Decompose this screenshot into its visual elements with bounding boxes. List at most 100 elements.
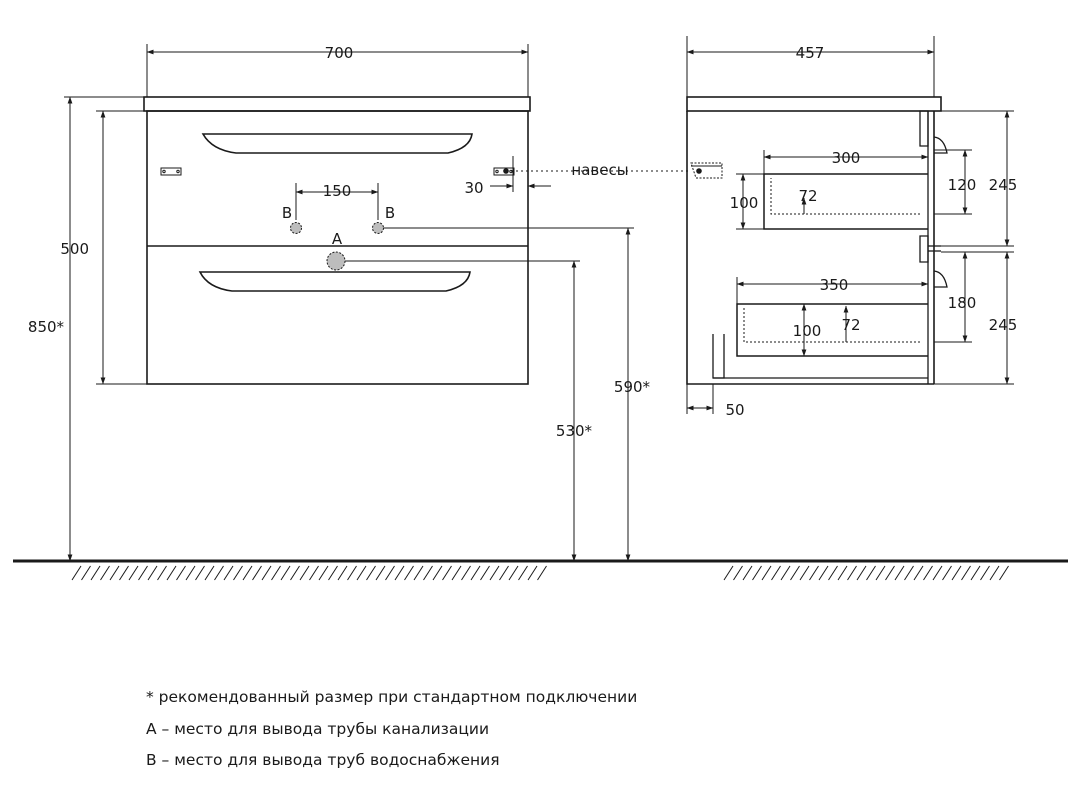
hatch-mark: [290, 565, 300, 581]
hatch-mark: [375, 565, 386, 581]
hatch-mark: [942, 565, 952, 581]
hatch-mark: [90, 565, 101, 581]
hatch-mark: [176, 565, 186, 581]
hatch-mark: [185, 565, 196, 581]
hatch-mark: [904, 565, 914, 581]
lower-handle-curve: [933, 270, 948, 288]
side-view: [686, 96, 948, 385]
side-dimensions: [686, 36, 1014, 414]
upper-drawer-box: [763, 173, 928, 230]
hatch-mark: [742, 565, 753, 581]
lower-handle-profile: [919, 235, 929, 263]
depth-label: 457: [796, 44, 825, 62]
hatch-mark: [951, 565, 962, 581]
hatch-mark: [223, 565, 234, 581]
pipe-spacing-label: 150: [323, 182, 352, 200]
body-height-label: 500: [60, 240, 89, 258]
hinge-offset-label: 30: [464, 179, 483, 197]
hatch-mark: [489, 565, 500, 581]
hatch-mark: [828, 565, 838, 581]
hatch-mark: [233, 565, 243, 581]
front-cabinet-body: [146, 110, 529, 385]
hatch-mark: [147, 565, 158, 581]
hatch-mark: [337, 565, 348, 581]
left-hinge-bracket: [160, 167, 182, 176]
hatch-mark: [894, 565, 905, 581]
hatch-mark: [818, 565, 829, 581]
lower-inner-label: 72: [841, 316, 860, 334]
width-label: 700: [325, 44, 354, 62]
hatch-mark: [356, 565, 367, 581]
hatch-mark: [723, 565, 734, 581]
hatch-mark: [394, 565, 405, 581]
side-hinge-bracket: [690, 162, 723, 179]
hatch-mark: [771, 565, 781, 581]
hatch-mark: [195, 565, 205, 581]
hatch-mark: [271, 565, 281, 581]
side-hinge-point: [696, 168, 702, 174]
hatch-mark: [252, 565, 262, 581]
drain-pipe: [326, 251, 346, 271]
upper-width-label: 300: [832, 149, 861, 167]
hatch-mark: [923, 565, 933, 581]
hatch-mark: [119, 565, 129, 581]
hatch-mark: [480, 565, 490, 581]
water-height-label: 590*: [614, 378, 651, 396]
floor-hatch-left: [71, 565, 547, 581]
upper-handle-profile: [919, 110, 929, 147]
hatch-mark: [451, 565, 462, 581]
hatch-mark: [318, 565, 329, 581]
upper-drawer-handle: [201, 133, 473, 154]
hatch-mark: [989, 565, 1000, 581]
back-offset-label: 50: [725, 401, 744, 419]
lower-height-label: 100: [793, 322, 822, 340]
upper-handle-curve: [933, 136, 948, 154]
hatch-mark: [856, 565, 867, 581]
side-back-panel: [712, 334, 725, 379]
hatch-mark: [299, 565, 310, 581]
hatch-mark: [932, 565, 943, 581]
hatch-mark: [432, 565, 443, 581]
lower-drawer-inner: [743, 308, 920, 343]
floor: [13, 559, 1068, 581]
hatch-mark: [404, 565, 414, 581]
hatch-mark: [961, 565, 971, 581]
hatch-mark: [847, 565, 857, 581]
upper-height-label: 100: [730, 194, 759, 212]
lower-drawer-handle: [198, 271, 471, 292]
front-dimensions: [64, 44, 690, 562]
hatch-mark: [166, 565, 177, 581]
label-b-left: B: [282, 204, 292, 222]
hatch-mark: [461, 565, 471, 581]
lower-width-label: 350: [820, 276, 849, 294]
hatch-mark: [527, 565, 538, 581]
hatch-mark: [780, 565, 791, 581]
label-b-right: B: [385, 204, 395, 222]
hatch-mark: [109, 565, 120, 581]
hatch-mark: [799, 565, 810, 581]
hatch-mark: [366, 565, 376, 581]
legend-a: A – место для вывода трубы канализации: [146, 720, 490, 738]
hatch-mark: [81, 565, 91, 581]
side-countertop: [686, 96, 942, 112]
hatch-mark: [423, 565, 433, 581]
hatch-mark: [866, 565, 876, 581]
hatch-mark: [809, 565, 819, 581]
hatch-mark: [837, 565, 848, 581]
hatch-mark: [261, 565, 272, 581]
upper-drawer-inner: [770, 178, 920, 215]
front-view: [143, 96, 531, 385]
hatch-mark: [790, 565, 800, 581]
hatch-mark: [309, 565, 319, 581]
hatch-mark: [413, 565, 424, 581]
water-pipe-left: [290, 222, 302, 234]
upper-inner-label: 72: [798, 187, 817, 205]
hatch-mark: [242, 565, 253, 581]
hatch-mark: [470, 565, 481, 581]
hatch-mark: [328, 565, 338, 581]
hatch-mark: [100, 565, 110, 581]
hatch-mark: [885, 565, 895, 581]
hatch-mark: [128, 565, 139, 581]
pipes: [290, 168, 702, 271]
